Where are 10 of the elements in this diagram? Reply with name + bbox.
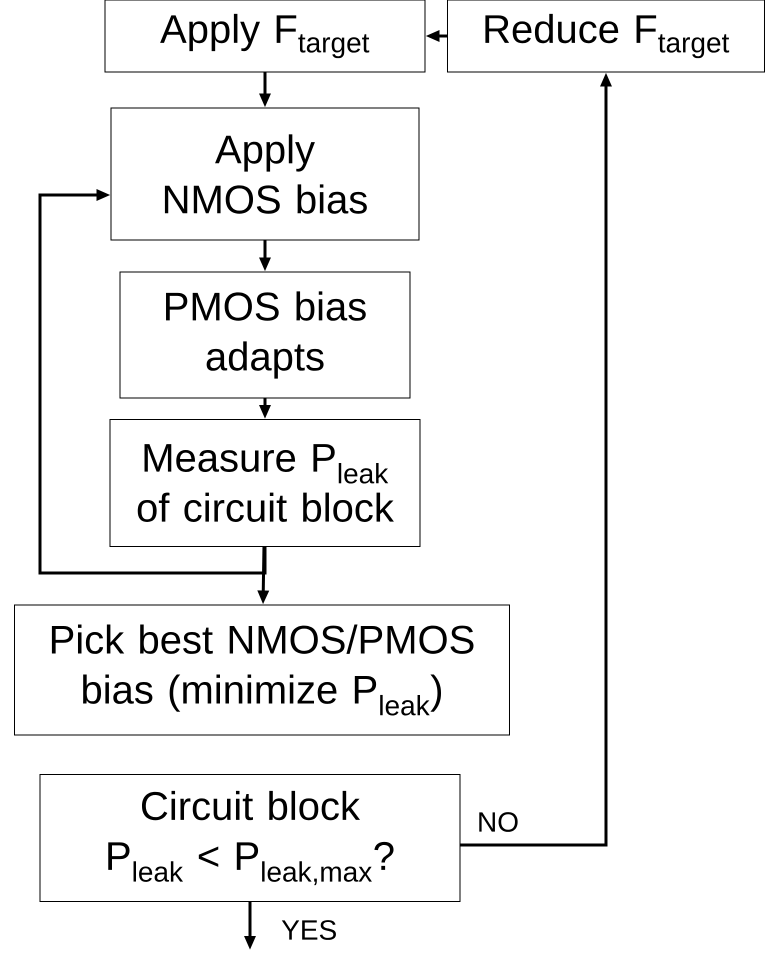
process-box: Circuit block P$_{leak}$ < P$_{leak,max}$? (40, 774, 460, 902)
process-box: PMOS bias adapts (120, 272, 410, 398)
process-box: Apply NMOS bias (110, 108, 420, 240)
process-box: Reduce F$_{target}$ (447, 0, 765, 72)
process-box: Pick best NMOS/PMOS bias (minimize P$_{leak}$) (14, 604, 510, 736)
edge-label: NO (476, 811, 520, 833)
process-box: Measure P$_{leak}$ of circuit block (110, 419, 420, 547)
process-box: Apply F$_{target}$ (104, 0, 426, 72)
edge-label: YES (280, 919, 338, 941)
arrow (38, 189, 266, 574)
